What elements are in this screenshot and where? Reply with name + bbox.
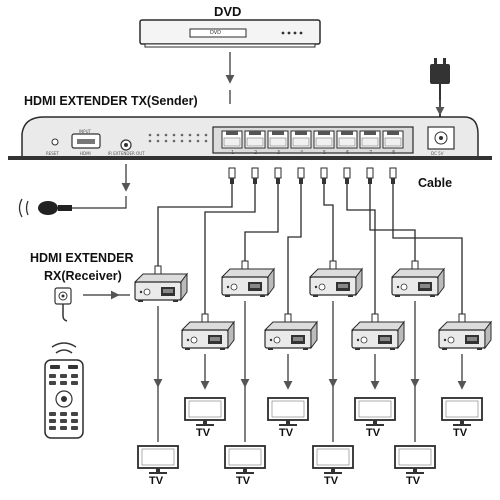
rj45-port [244,130,266,149]
port-number: 6 [346,150,350,156]
hdmi-extender-receiver [437,320,492,350]
hdmi-extender-receiver [390,267,445,297]
port-number: 8 [392,150,396,156]
network-cable [201,167,259,325]
rj45-ports [221,130,404,149]
network-cables [154,167,466,325]
cable-label: Cable [418,176,453,190]
network-cable [343,167,379,325]
tv-screen [312,445,354,474]
rj45-port [267,130,289,149]
hdmi-extender-receiver [263,320,318,350]
port-number: 2 [254,150,258,156]
rj45-port [221,130,243,149]
rj45-port [290,130,312,149]
port-number: 4 [300,150,304,156]
network-cable [284,167,305,325]
remote-control-icon [44,342,84,439]
power-adapter-icon [430,58,450,122]
dvd-player [139,19,321,48]
network-cable [241,167,282,272]
hdmi-label: HDMI [80,151,91,156]
tv-label: TV [279,427,294,439]
rj45-port [313,130,335,149]
tv-label: TV [324,475,339,487]
port-number: 5 [323,150,327,156]
rj45-port [359,130,381,149]
tv-label: TV [366,427,381,439]
tv-screen [441,397,483,426]
tv-label: TV [406,475,421,487]
tv-screen [224,445,266,474]
hdmi-extender-receiver [220,267,275,297]
reset-label: RESET [46,151,59,156]
receiver-title-line1: HDMI EXTENDER [30,251,134,265]
receivers [133,267,492,350]
rj45-port [382,130,404,149]
network-cable [320,167,337,272]
tv-screen [137,445,179,474]
port-number: 1 [231,150,235,156]
hdmi-extender-receiver [133,272,188,302]
hdmi-input-label: INPUT [79,129,91,134]
rj45-port [336,130,358,149]
tv-label: TV [149,475,164,487]
tv-screens [137,301,483,474]
dvd-screen-text: DVD [210,30,222,36]
hdmi-extender-sender [8,116,492,160]
sender-title: HDMI EXTENDER TX(Sender) [24,94,198,108]
tv-screen [354,397,396,426]
ir-extender-cable [72,164,131,209]
ir-remote-icon [18,198,72,218]
reset-button [51,138,59,146]
tv-label: TV [453,427,468,439]
network-cable [154,167,236,277]
port-number: 7 [369,150,373,156]
hdmi-extender-receiver [180,320,235,350]
tv-screen [394,445,436,474]
tv-screen [184,397,226,426]
tv-label: TV [236,475,251,487]
status-leds [148,133,208,143]
network-cable [389,167,466,325]
hdmi-extender-receiver [308,267,363,297]
port-number: 3 [277,150,281,156]
receiver-title-line2: RX(Receiver) [44,269,122,283]
tv-screen [267,397,309,426]
tv-label: TV [196,427,211,439]
hdmi-extender-receiver [350,320,405,350]
ir-receiver-eye-icon [54,287,130,322]
dvd-title: DVD [214,4,242,19]
dc-power-label: DC 5V [431,151,444,156]
ir-extender-out-label: IR EXTENDER OUT [108,151,145,156]
